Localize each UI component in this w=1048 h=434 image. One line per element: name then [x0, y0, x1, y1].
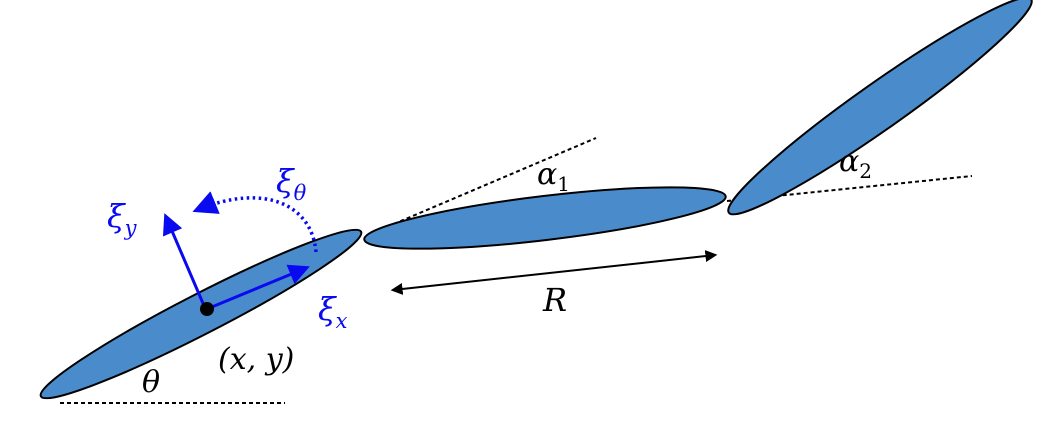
alpha1-label: α1	[537, 157, 570, 196]
xi-theta-label: ξθ	[276, 162, 307, 205]
theta-label: θ	[142, 365, 160, 400]
link-2	[363, 186, 727, 250]
R-label: R	[542, 281, 567, 319]
link-1	[39, 228, 363, 400]
R-arrow	[390, 250, 718, 295]
link-3	[727, 0, 1033, 216]
xi-theta-arrow	[192, 191, 318, 253]
xi-x-label: ξx	[318, 290, 348, 333]
alpha1-reference-line	[367, 137, 597, 236]
center-point	[200, 302, 214, 316]
xi-y-arrow	[162, 213, 207, 309]
alpha2-label: α2	[839, 144, 872, 183]
xy-label: (x, y)	[218, 342, 294, 377]
xi-x-arrow	[206, 264, 310, 311]
xi-y-label: ξy	[107, 197, 138, 240]
alpha2-reference-line	[726, 175, 973, 202]
